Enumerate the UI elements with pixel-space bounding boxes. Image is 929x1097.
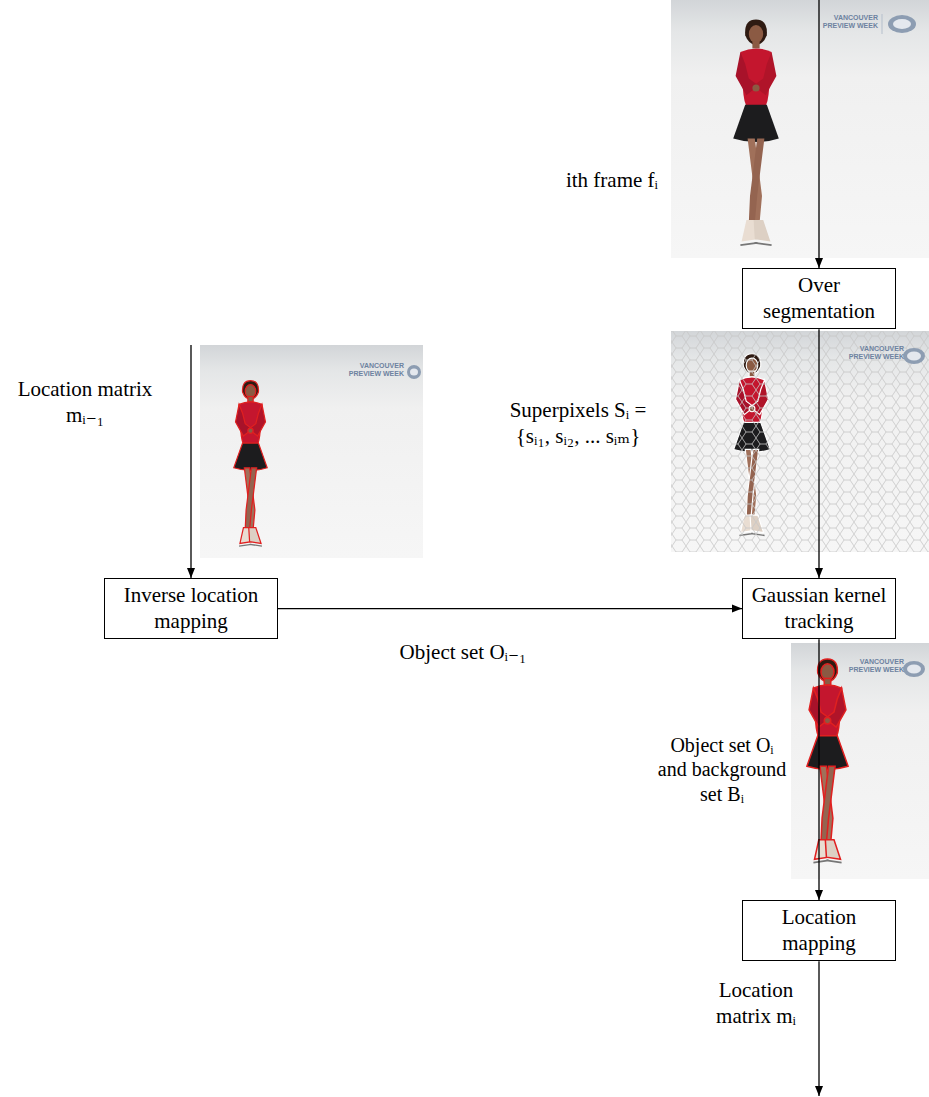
superpixel-photo	[671, 331, 929, 552]
watermark: VANCOUVER PREVIEW WEEK	[848, 658, 904, 673]
box-label: Inverse location mapping	[111, 583, 271, 634]
process-box: Over segmentation	[742, 268, 896, 329]
flow-label: ith frame fᵢ	[530, 168, 658, 194]
input-arrow	[818, 0, 819, 268]
input-arrow	[190, 345, 191, 578]
frame-photo	[671, 0, 929, 258]
output-arrow	[818, 961, 819, 1096]
edge-label: Object set Oᵢ₋₁	[378, 640, 548, 666]
process-box: Location mapping	[742, 900, 896, 961]
connector	[818, 329, 819, 578]
edge-label: Superpixels Sᵢ = {sᵢ₁, sᵢ₂, ... sᵢₘ}	[490, 398, 666, 449]
process-box: Gaussian kernel tracking	[742, 578, 896, 639]
mask-photo	[200, 345, 423, 558]
process-box: Inverse location mapping	[104, 578, 278, 639]
connector	[278, 608, 742, 609]
watermark: VANCOUVER PREVIEW WEEK	[818, 14, 878, 29]
box-label: Over segmentation	[749, 273, 889, 324]
watermark: VANCOUVER PREVIEW WEEK	[346, 362, 404, 377]
connector	[818, 639, 819, 900]
flow-label: Location matrix mᵢ	[700, 978, 812, 1029]
result-photo	[791, 643, 929, 879]
box-label: Gaussian kernel tracking	[749, 583, 889, 634]
edge-label: Object set Oᵢ and background set Bᵢ	[656, 733, 788, 806]
box-label: Location mapping	[749, 905, 889, 956]
flow-label: Location matrix mᵢ₋₁	[2, 377, 168, 428]
watermark: VANCOUVER PREVIEW WEEK	[848, 345, 904, 360]
